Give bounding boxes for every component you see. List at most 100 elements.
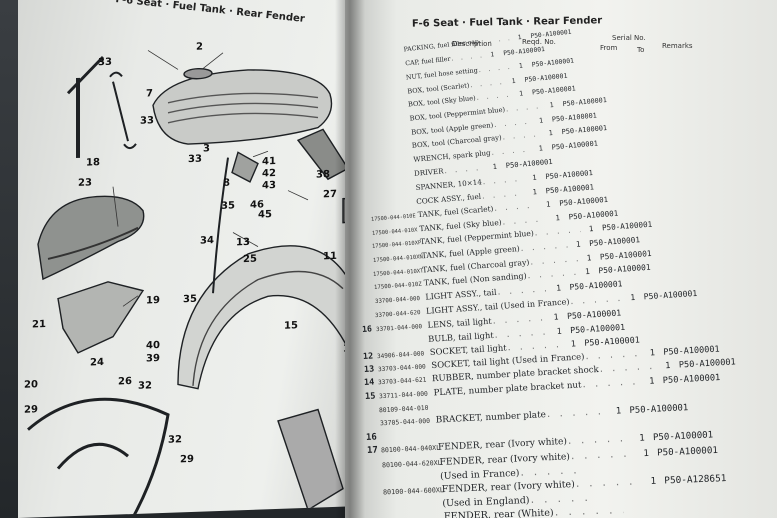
part-index [353, 125, 367, 126]
part-number: 80100-044-620XL [381, 458, 442, 470]
part-number: 33703-044-000 [377, 363, 426, 373]
diagram-label: 26 [118, 376, 132, 388]
part-quantity: 1 [555, 283, 561, 293]
part-quantity [624, 513, 646, 514]
book-gutter [335, 0, 365, 518]
diagram-label: 35 [221, 200, 235, 212]
column-header-description: Description [452, 40, 492, 48]
part-index [351, 69, 365, 70]
part-quantity: 1 [556, 325, 563, 336]
part-quantity: 1 [584, 267, 591, 277]
part-index [366, 425, 380, 426]
diagram-label: 45 [258, 209, 272, 221]
part-index [357, 207, 371, 208]
leader-dots: . . . . . . . . . . . . . . . . . . . [519, 464, 586, 479]
part-index [359, 262, 373, 263]
diagram-label: 18 [86, 157, 100, 169]
part-quantity: 1 [630, 292, 636, 303]
diagram-label: 40 [146, 340, 160, 352]
fuel-tank [152, 69, 333, 145]
part-index: 16 [366, 432, 378, 443]
part-index [368, 467, 382, 468]
part-number: 33711-044-000 [378, 390, 428, 401]
part-quantity: 1 [648, 376, 655, 387]
diagram-label: 7 [146, 88, 153, 100]
diagram-label: 29 [180, 453, 194, 466]
part-number [382, 479, 440, 481]
frame [27, 397, 170, 518]
part-index [369, 508, 383, 509]
diagram-label: 2 [196, 41, 203, 53]
part-quantity: 1 [531, 172, 537, 183]
diagram-label: 32 [138, 380, 152, 392]
part-index [352, 97, 366, 98]
part-index [363, 345, 377, 346]
part-index [369, 495, 383, 496]
diagram-label: 34 [200, 235, 214, 247]
part-quantity: 1 [586, 252, 593, 263]
part-quantity: 1 [639, 433, 646, 445]
spanner [109, 71, 137, 150]
part-index [361, 317, 375, 318]
part-index: 13 [363, 364, 375, 375]
column-header-serial: Serial No. [612, 34, 646, 42]
diagram-label: 33 [188, 153, 202, 166]
diagram-label: 33 [98, 56, 112, 69]
part-quantity: 1 [642, 447, 649, 460]
diagram-label: 33 [140, 115, 154, 127]
part-quantity [495, 405, 517, 406]
part-index [361, 303, 375, 304]
column-headers: Description Reqd. No. Serial No. From To… [352, 28, 772, 64]
part-index [354, 138, 368, 139]
part-quantity: 1 [552, 311, 559, 322]
part-quantity: 1 [650, 475, 657, 488]
column-header-from: From [600, 44, 618, 52]
part-quantity: 1 [532, 186, 538, 197]
part-quantity: 1 [575, 239, 581, 249]
part-quantity: 1 [665, 361, 671, 372]
part-number [377, 342, 429, 345]
diagram-label: 29 [24, 404, 38, 416]
part-number: 80109-044-010 [379, 404, 429, 414]
part-index [358, 248, 372, 249]
rear-fender [177, 245, 349, 390]
diagram-label: 23 [78, 177, 92, 189]
part-index [351, 84, 365, 85]
part-index [368, 481, 382, 482]
part-number: 80100-044-600XL [382, 486, 444, 497]
part-index [360, 276, 374, 277]
diagram-label: 3 [203, 143, 210, 155]
diagram-label: 20 [24, 379, 38, 391]
part-index [357, 221, 371, 222]
diagram-label: 39 [146, 353, 160, 365]
leader-dots: . . . . . . . . . . . . . . . . . . . [529, 492, 599, 506]
seat [37, 195, 145, 281]
part-index: 17 [366, 445, 379, 457]
part-index [365, 412, 379, 413]
diagram-label: 8 [223, 177, 230, 189]
part-index [350, 56, 364, 57]
part-index [358, 235, 372, 236]
part-quantity: 1 [570, 338, 577, 349]
left-page-diagram: 2 7 33 33 3 33 18 23 41 42 43 8 35 46 45… [18, 0, 368, 518]
exploded-parts-diagram [27, 50, 356, 518]
part-quantity [500, 432, 522, 433]
diagram-label: 25 [243, 253, 257, 266]
column-header-reqd: Reqd. No. [522, 38, 556, 46]
number-plate-bracket [277, 408, 344, 511]
part-quantity: 1 [615, 406, 622, 417]
part-quantity [586, 472, 608, 473]
diagram-label: 43 [262, 179, 276, 192]
diagram-label: 13 [236, 236, 250, 249]
diagram-label: 41 [262, 155, 276, 168]
fuel-cap [183, 67, 213, 80]
part-quantity: 1 [538, 144, 543, 153]
part-quantity: 1 [554, 213, 560, 223]
part-number: 80100-044-040XL [380, 444, 441, 455]
leader-dots: . . . . . . . . . . . . . . . . . . . [553, 505, 624, 518]
fuel-cock [231, 151, 259, 183]
part-index [353, 111, 367, 112]
column-header-remarks: Remarks [662, 42, 693, 50]
diagram-label: 24 [90, 356, 104, 369]
